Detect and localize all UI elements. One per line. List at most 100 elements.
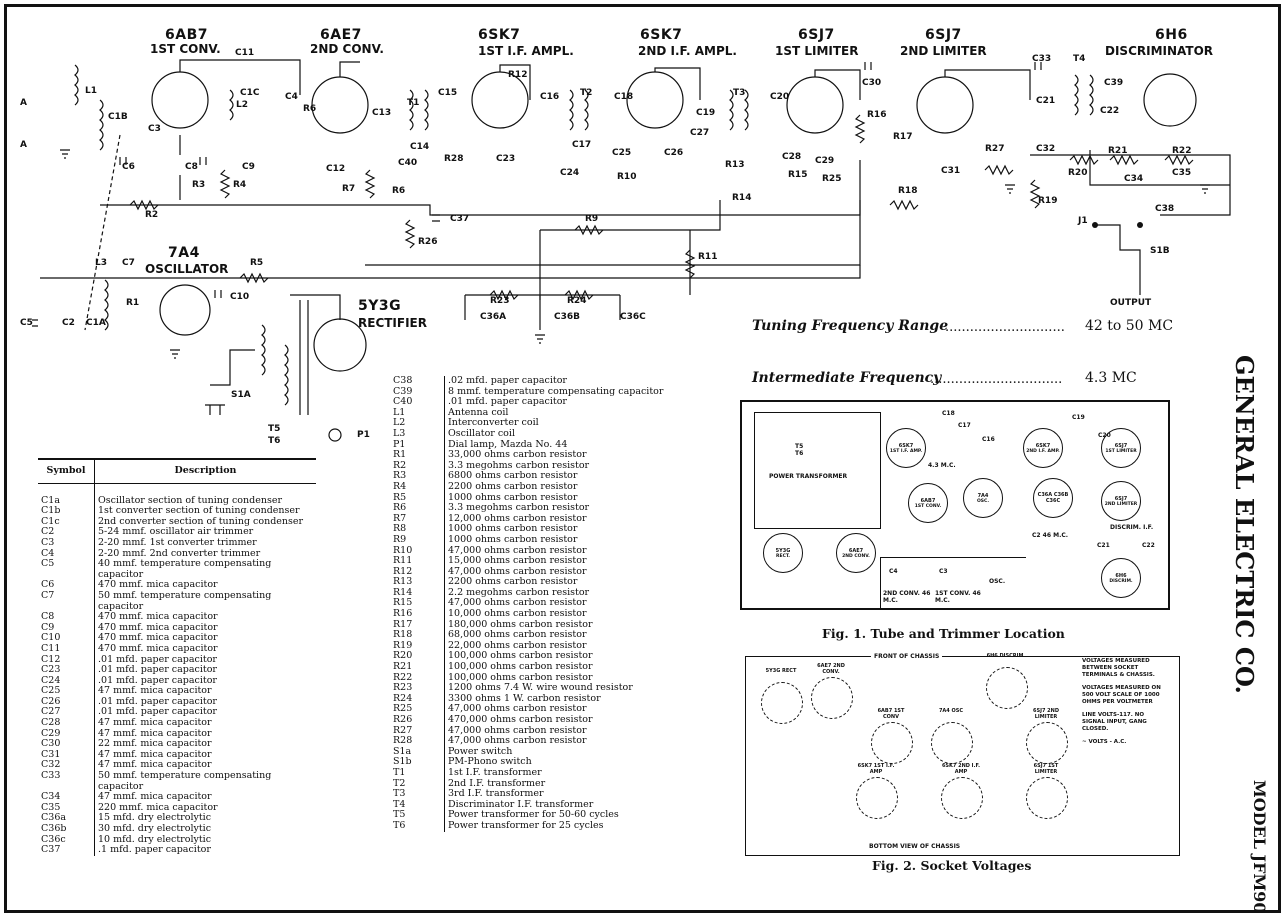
- part-symbol: R18: [390, 630, 445, 641]
- label-c12: C12: [326, 164, 346, 174]
- socket-label: 6SJ7 2ND LIMITER: [1033, 708, 1059, 720]
- label-c19: C19: [696, 108, 716, 118]
- part-symbol: C8: [38, 612, 95, 623]
- part-description: 3300 ohms 1 W. carbon resistor: [448, 692, 601, 704]
- part-symbol: C30: [38, 739, 95, 750]
- part-description: .01 mfd. paper capacitor: [98, 695, 217, 707]
- part-description: 470 mmf. mica capacitor: [98, 642, 218, 654]
- part-description: 47,000 ohms carbon resistor: [448, 544, 587, 556]
- socket-tube-name: 7A4: [977, 492, 989, 499]
- label-output: OUTPUT: [1110, 298, 1152, 308]
- label-r15: R15: [788, 170, 808, 180]
- label-c11: C11: [235, 48, 255, 58]
- label-c21: C21: [1036, 96, 1056, 106]
- part-symbol: R27: [390, 725, 445, 737]
- part-symbol: C33: [38, 770, 95, 793]
- label-c1b: C1B: [108, 112, 128, 122]
- socket-tube-role: OSC.: [976, 498, 990, 504]
- trim-c22: C22: [1142, 542, 1155, 549]
- socket-tube-role: 1ST LIMITER: [1105, 448, 1137, 454]
- part-description: 1200 ohms 7.4 W. wire wound resistor: [448, 682, 633, 694]
- socket-tube-name: 6AB7: [920, 497, 936, 504]
- part-description: .01 mfd. paper capacitor: [98, 664, 217, 676]
- label-c1a: C1A: [86, 318, 106, 328]
- fig2-note: ~ VOLTS - A.C.: [1082, 739, 1127, 745]
- fig2-socket: [941, 777, 983, 819]
- trim-c21: C21: [1097, 542, 1110, 549]
- part-symbol: C35: [38, 802, 95, 814]
- part-symbol: R9: [390, 534, 445, 546]
- part-symbol: C12: [38, 654, 95, 666]
- part-description: 6800 ohms carbon resistor: [448, 470, 578, 482]
- fig2-socket: [856, 777, 898, 819]
- label-c38: C38: [1155, 204, 1175, 214]
- label-a2: A: [20, 140, 27, 150]
- label-r12: R12: [508, 70, 528, 80]
- label-t5: T5: [268, 424, 281, 434]
- part-symbol: R2: [390, 460, 445, 472]
- part-symbol: R10: [390, 545, 445, 557]
- rect-tube-name: 5Y3G: [358, 298, 402, 314]
- part-description: .1 mfd. paper capacitor: [98, 844, 211, 856]
- trim-c20: C20: [1098, 432, 1111, 439]
- label-r28: R28: [444, 154, 464, 164]
- label-r21: R21: [1108, 146, 1128, 156]
- label-c5: C5: [20, 318, 33, 328]
- part-symbol: T2: [390, 778, 445, 790]
- part-symbol: R22: [390, 672, 445, 684]
- tube-1-name: 6AB7: [165, 27, 208, 43]
- tube-2-name: 6AE7: [320, 27, 362, 43]
- label-a1: A: [20, 98, 27, 108]
- fig1-caption: Fig. 1. Tube and Trimmer Location: [822, 626, 1065, 641]
- label-c36c: C36C: [620, 312, 646, 322]
- part-symbol: L1: [390, 407, 445, 419]
- socket-label: 6SJ7 1ST LIMITER: [1033, 763, 1059, 775]
- part-description: 1st converter section of tuning condense…: [98, 505, 300, 517]
- tuning-range-value: 42 to 50 MC: [1085, 318, 1174, 334]
- part-description: .01 mfd. paper capacitor: [98, 674, 217, 686]
- part-description: Oscillator coil: [448, 427, 515, 439]
- socket-tube-role: 2ND LIMITER: [1104, 501, 1138, 507]
- label-c2: C2: [62, 318, 75, 328]
- trim-c3: C3: [939, 568, 948, 575]
- part-symbol: C4: [38, 548, 95, 560]
- part-description: 47,000 ohms carbon resistor: [448, 565, 587, 577]
- part-symbol: R19: [390, 640, 445, 652]
- fig2-caption: Fig. 2. Socket Voltages: [872, 858, 1032, 873]
- label-c4: C4: [285, 92, 298, 102]
- part-symbol: C27: [38, 707, 95, 719]
- label-c9: C9: [242, 162, 255, 172]
- trim-osc: OSC.: [989, 578, 1006, 585]
- label-r14: R14: [732, 193, 752, 203]
- label-j1: J1: [1078, 216, 1088, 226]
- label-c1c: C1C: [240, 88, 260, 98]
- label-s1a: S1A: [231, 390, 251, 400]
- socket-label: 7A4 OSC: [938, 708, 964, 714]
